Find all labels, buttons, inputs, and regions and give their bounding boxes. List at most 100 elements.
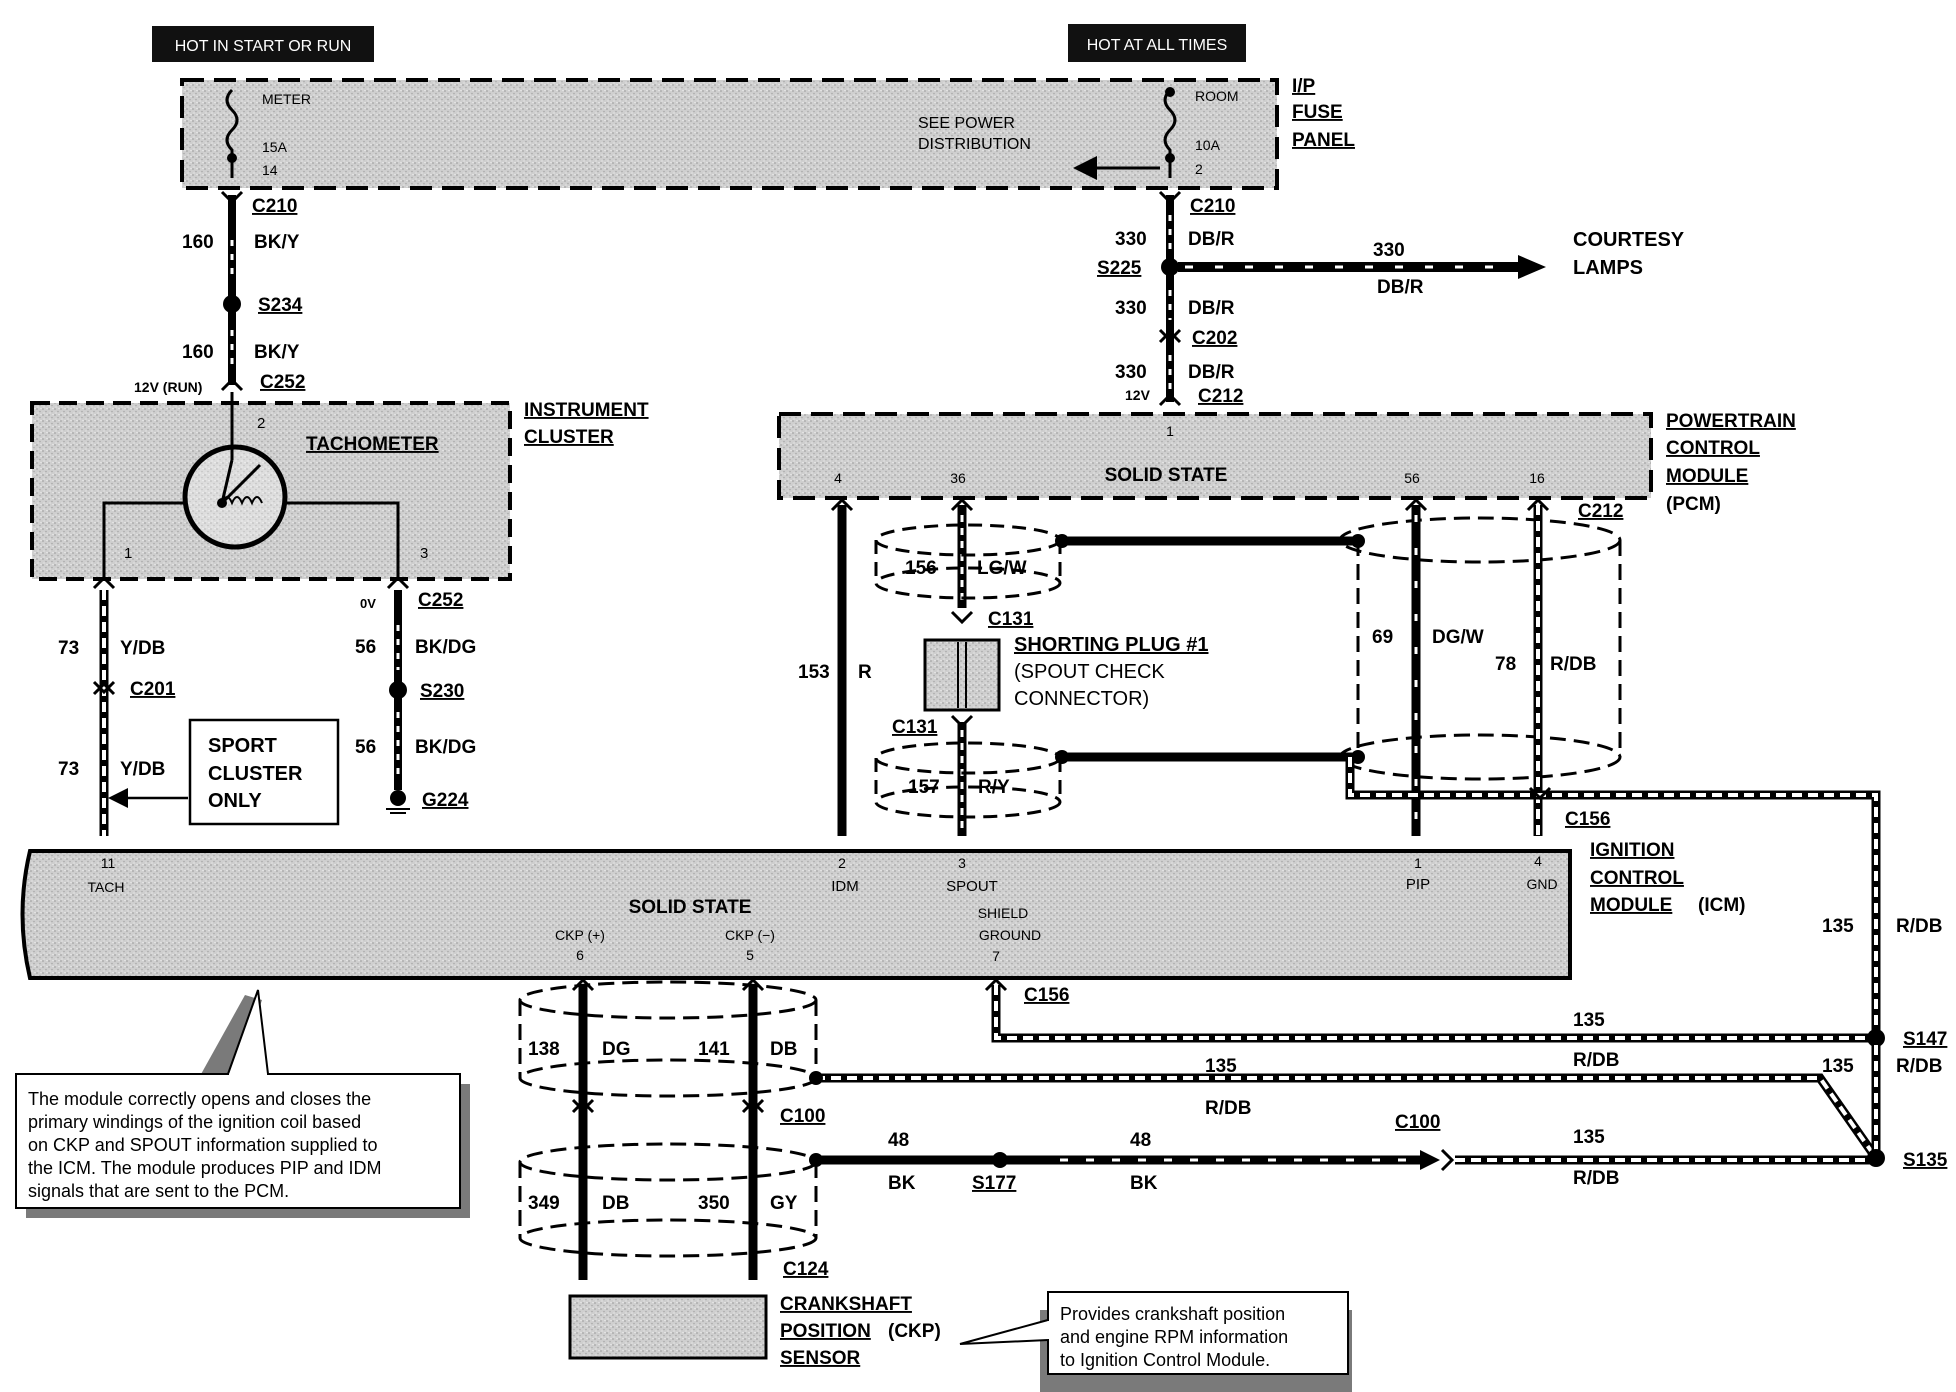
icm-box (20, 849, 1572, 980)
wire-bk-label-a: BK (888, 1173, 916, 1194)
wire-157-label: 157 (908, 777, 940, 798)
wire-48-label-a: 48 (888, 1130, 909, 1151)
svg-text:and engine RPM information: and engine RPM information (1060, 1327, 1288, 1347)
wire-330-label-c: 330 (1115, 362, 1147, 383)
wire-bkdg-label-b: BK/DG (415, 737, 476, 758)
icm-shield-label2: GROUND (979, 927, 1041, 943)
note-right-text: Provides crankshaft position and engine … (1060, 1304, 1288, 1370)
connector-c202: C202 (1192, 328, 1237, 349)
splice-s225-label: S225 (1097, 258, 1142, 279)
icm-label3: MODULE (1590, 895, 1672, 916)
wire-ydb-label-a: Y/DB (120, 638, 165, 659)
wire-330-label-a: 330 (1115, 229, 1147, 250)
pcm-label2: CONTROL (1666, 438, 1760, 459)
svg-text:the ICM. The module produces P: the ICM. The module produces PIP and IDM (28, 1158, 382, 1178)
wire-56-label-a: 56 (355, 637, 376, 658)
icm-pin-5: 5 (746, 947, 754, 963)
icm-pin-7: 7 (992, 948, 1000, 964)
wire-dgw-label: DG/W (1432, 627, 1484, 648)
pcm-box (777, 412, 1653, 500)
cluster-pin-3: 3 (420, 545, 428, 562)
meter-label: METER (262, 91, 311, 107)
cluster-pin-1: 1 (124, 545, 132, 562)
connector-c252-top: C252 (260, 372, 305, 393)
wire-ydb-label-b: Y/DB (120, 759, 165, 780)
ground-g224-label: G224 (422, 790, 469, 811)
wire-153-label: 153 (798, 662, 830, 683)
shielded-pair-ckp-upper (518, 980, 818, 1098)
ground-g224-icon (386, 790, 410, 814)
connector-c210-right: C210 (1190, 196, 1235, 217)
wire-330-label-courtesy: 330 (1373, 240, 1405, 261)
wire-rdb-label-c: R/DB (1573, 1168, 1619, 1189)
pcm-label4: (PCM) (1666, 494, 1721, 515)
icm-solid-state: SOLID STATE (629, 897, 752, 918)
icm-label4: (ICM) (1698, 895, 1745, 916)
wire-r-label: R (858, 662, 872, 683)
fuse-panel-label1: I/P (1292, 76, 1316, 97)
pcm-solid-state: SOLID STATE (1105, 465, 1228, 486)
connector-c212-bottom: C212 (1578, 501, 1623, 522)
svg-text:CLUSTER: CLUSTER (208, 763, 303, 785)
wire-330-label-b: 330 (1115, 298, 1147, 319)
pcm-pin-36: 36 (950, 470, 966, 486)
connector-c100-right: C100 (1395, 1112, 1440, 1133)
connector-c156-bottom: C156 (1024, 985, 1069, 1006)
wire-135-label-b: 135 (1205, 1056, 1237, 1077)
splice-s147 (1867, 1029, 1885, 1047)
wire-56-label-b: 56 (355, 737, 376, 758)
connector-c131-bottom: C131 (892, 717, 938, 738)
wire-160-label-a: 160 (182, 232, 214, 253)
voltage-12v-run: 12V (RUN) (134, 379, 202, 395)
wire-bky-label-a: BK/Y (254, 232, 300, 253)
wire-138-label: 138 (528, 1039, 560, 1060)
icm-shield-label1: SHIELD (978, 905, 1029, 921)
ckp-label1: CRANKSHAFT (780, 1294, 912, 1315)
ckp-label3: (CKP) (888, 1321, 941, 1342)
wire-141-label: 141 (698, 1039, 730, 1060)
voltage-0v: 0V (360, 596, 376, 611)
wire-73-label-b: 73 (58, 759, 79, 780)
svg-text:signals that are sent to the P: signals that are sent to the PCM. (28, 1181, 289, 1201)
tachometer-label: TACHOMETER (306, 434, 439, 455)
wire-dbr-label-c: DB/R (1188, 362, 1235, 383)
connector-c252-bottom: C252 (418, 590, 463, 611)
svg-text:SPORT: SPORT (208, 735, 277, 757)
wire-48-label-b: 48 (1130, 1130, 1151, 1151)
wire-330-courtesy (1178, 255, 1546, 279)
wire-rdb-label-b: R/DB (1205, 1098, 1251, 1119)
shorting-plug-box (923, 638, 1001, 712)
meter-fuse-icon (225, 88, 239, 178)
wire-db-label: DB (770, 1039, 797, 1060)
wire-rdb-label-a: R/DB (1573, 1050, 1619, 1071)
splice-s230-label: S230 (420, 681, 464, 702)
svg-text:on CKP and SPOUT information s: on CKP and SPOUT information supplied to (28, 1135, 378, 1155)
wire-135-label-right: 135 (1822, 916, 1854, 937)
icm-label1: IGNITION (1590, 840, 1674, 861)
wire-bkdg-label-a: BK/DG (415, 637, 476, 658)
fuse-panel-label2: FUSE (1292, 102, 1343, 123)
wire-rdb-label-right: R/DB (1896, 916, 1942, 937)
wire-78-label: 78 (1495, 654, 1516, 675)
sport-cluster-box: SPORT CLUSTER ONLY (188, 718, 340, 826)
pcm-pin-1: 1 (1166, 423, 1174, 439)
svg-text:HOT IN START OR RUN: HOT IN START OR RUN (175, 38, 352, 55)
wire-db-label-349: DB (602, 1193, 629, 1214)
svg-text:HOT AT ALL TIMES: HOT AT ALL TIMES (1087, 37, 1228, 54)
pcm-label3: MODULE (1666, 466, 1748, 487)
connector-c212-top: C212 (1198, 386, 1243, 407)
shielded-pair-spout-lower (874, 741, 1062, 819)
wire-69-label: 69 (1372, 627, 1393, 648)
fuse-panel-label3: PANEL (1292, 130, 1355, 151)
icm-label2: CONTROL (1590, 868, 1684, 889)
voltage-12v: 12V (1125, 387, 1151, 403)
wire-dg-label: DG (602, 1039, 631, 1060)
wire-156-label: 156 (905, 558, 937, 579)
shielded-pair-spout-upper (874, 523, 1062, 600)
ckp-label2: POSITION (780, 1321, 871, 1342)
wire-135-label-a: 135 (1573, 1010, 1605, 1031)
wire-349-label: 349 (528, 1193, 560, 1214)
wire-160-label-b: 160 (182, 342, 214, 363)
shorting-plug-label2: (SPOUT CHECK (1014, 661, 1165, 683)
wire-gy-label: GY (770, 1193, 798, 1214)
